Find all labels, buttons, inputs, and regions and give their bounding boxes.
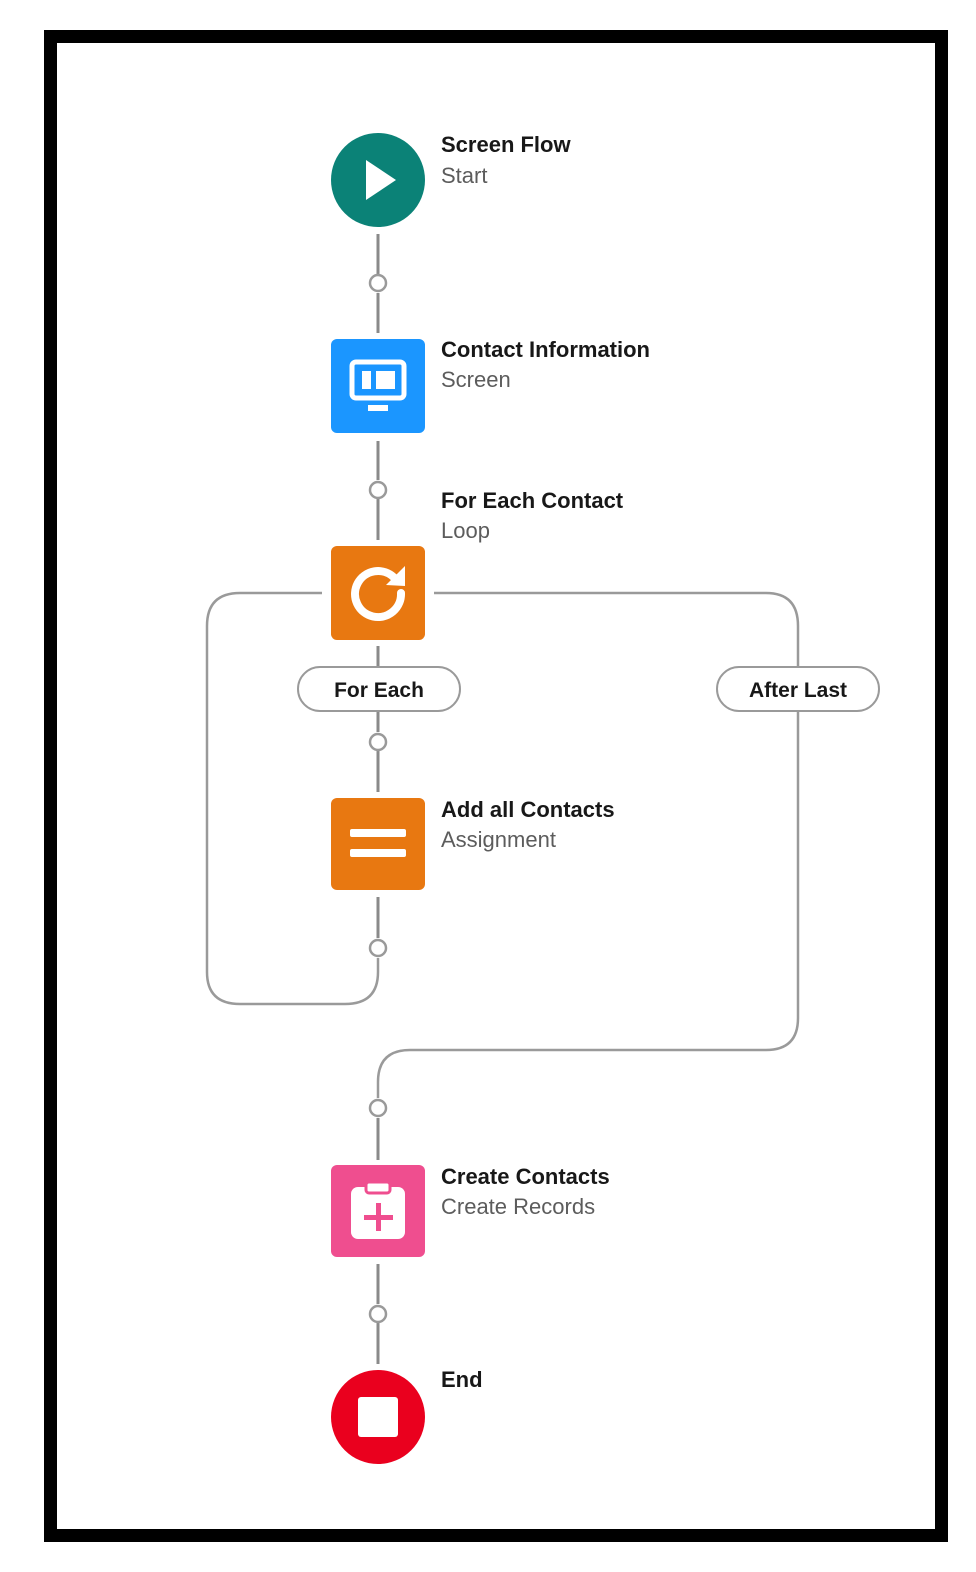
add-element-dot[interactable] (368, 273, 388, 293)
loop-node-box[interactable] (331, 546, 425, 640)
assignment-node-subtitle: Assignment (441, 827, 556, 852)
assignment-node-title: Add all Contacts (441, 797, 615, 822)
add-element-dot[interactable] (368, 1304, 388, 1324)
start-node-subtitle: Start (441, 163, 487, 188)
assignment-icon (350, 829, 406, 857)
add-element-dot[interactable] (368, 1098, 388, 1118)
assignment-node-box[interactable] (331, 798, 425, 890)
create-records-node[interactable] (331, 1165, 425, 1257)
for-each-branch-label: For Each (297, 666, 461, 712)
create-node-subtitle: Create Records (441, 1194, 595, 1219)
screen-node-subtitle: Screen (441, 367, 511, 392)
start-node-title: Screen Flow (441, 132, 571, 157)
assignment-node[interactable] (331, 798, 425, 890)
end-node-title: End (441, 1367, 483, 1392)
for-each-label: For Each (334, 679, 424, 702)
stop-icon (358, 1397, 398, 1437)
add-element-dot[interactable] (368, 732, 388, 752)
screen-icon (349, 359, 407, 411)
loop-node-subtitle: Loop (441, 518, 490, 543)
loop-node[interactable] (331, 546, 425, 640)
after-last-branch-label: After Last (716, 666, 880, 712)
start-node[interactable] (331, 133, 425, 227)
create-records-icon (351, 1180, 405, 1239)
loop-back-edge (205, 591, 380, 1006)
loop-icon (351, 566, 406, 621)
create-node-title: Create Contacts (441, 1164, 610, 1189)
screen-node[interactable] (331, 339, 425, 433)
add-element-dot[interactable] (368, 938, 388, 958)
play-icon (366, 160, 396, 200)
screen-node-title: Contact Information (441, 337, 650, 362)
end-node[interactable] (331, 1370, 425, 1464)
add-element-dot[interactable] (368, 480, 388, 500)
loop-after-last-edge (376, 591, 800, 1098)
after-last-label: After Last (749, 679, 847, 702)
loop-node-title: For Each Contact (441, 488, 624, 513)
